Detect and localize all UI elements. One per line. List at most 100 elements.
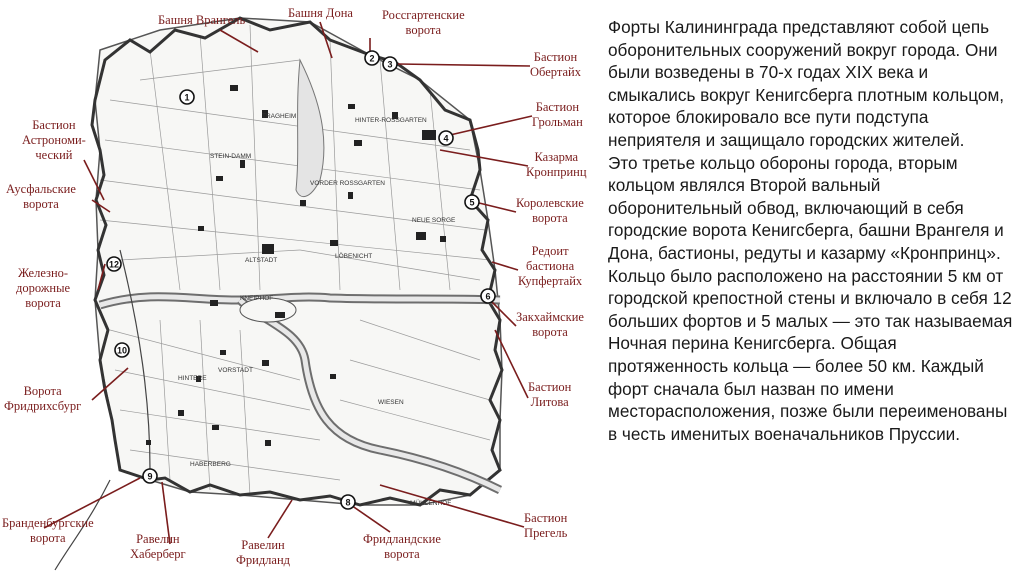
label-redoubt-kupfertaih-line-3: Купфертайх	[518, 274, 583, 288]
street	[159, 319, 171, 481]
fort-marker-number: 8	[345, 498, 350, 508]
label-railway-gate-line-2: дорожные	[16, 281, 71, 295]
label-railway-gate-line-1: Железно-	[17, 266, 69, 280]
label-sackheim-gate-line-1: Закхаймские	[516, 310, 584, 324]
district-label: MÜHLENHOF	[410, 499, 451, 507]
label-friedrichsburg-gate-line-1: Ворота	[23, 384, 62, 398]
fort-marker-number: 9	[147, 472, 152, 482]
description-paragraph-1: Форты Калининграда представляют собой це…	[608, 17, 1005, 150]
street	[139, 59, 301, 81]
pregel-river-south-inner	[238, 298, 502, 493]
building	[146, 440, 151, 445]
label-bastion-astronomical-line-2: Астрономи-	[22, 133, 86, 147]
street	[329, 39, 341, 291]
fort-marker-circle	[364, 50, 380, 66]
street	[379, 59, 401, 291]
street	[199, 319, 211, 491]
label-friedrichsburg-gate-line-2: Фридрихсбург	[4, 399, 82, 413]
fort-marker-number: 12	[109, 260, 119, 270]
building	[262, 110, 268, 118]
description-paragraph-3: Кольцо было расположено на расстоянии 5 …	[608, 265, 1013, 444]
building	[416, 232, 426, 240]
district-label: WIESEN	[378, 399, 404, 406]
district-label: HABERBERG	[190, 461, 231, 468]
label-rossgarten-gate-line-1: Россгартенские	[382, 8, 465, 22]
fort-marker-5: 5	[464, 194, 480, 210]
label-bastion-astronomical-line-1: Бастион	[32, 118, 76, 132]
label-bashnya-vrangel-line-1: Башня Врангель	[158, 13, 246, 27]
city-map: TRAGHEIMHINTER-ROSSGARTENSTEIN-DAMMVORDE…	[43, 16, 533, 571]
fort-marker-9: 9	[142, 468, 158, 484]
label-brandenburg-gate-line-2: ворота	[30, 531, 66, 545]
label-bashnya-vrangel: Башня Врангель	[158, 13, 245, 28]
leader-line	[449, 115, 533, 136]
district-label: NEUE SORGE	[412, 217, 456, 224]
street	[199, 34, 221, 291]
street	[429, 89, 451, 291]
label-kazarma-kronprinz-line-1: Казарма	[534, 150, 579, 164]
railway-south	[54, 479, 111, 571]
building	[178, 410, 184, 416]
fort-marker-circle	[382, 56, 398, 72]
fort-marker-6: 6	[480, 288, 496, 304]
leader-line	[219, 29, 259, 53]
label-sackheim-gate-line-2: ворота	[532, 325, 568, 339]
district-label: LÖBENICHT	[335, 252, 372, 260]
label-ravelin-haberberg-line-2: Хаберберг	[130, 547, 186, 561]
description-text: Форты Калининграда представляют собой це…	[608, 16, 1016, 445]
fort-marker-number: 3	[387, 60, 392, 70]
label-redoubt-kupfertaih-line-1: Редоит	[531, 244, 569, 258]
fort-marker-number: 6	[485, 292, 490, 302]
label-ausfall-gate-line-1: Аусфальские	[6, 182, 76, 196]
building	[198, 226, 204, 231]
building	[216, 176, 223, 181]
oberteich-pond	[295, 58, 325, 198]
fort-marker-number: 5	[469, 198, 474, 208]
leader-line	[491, 261, 519, 271]
district-label: TRAGHEIM	[262, 113, 296, 120]
fort-marker-circle	[464, 194, 480, 210]
label-bastion-obertaih-line-1: Бастион	[533, 50, 578, 64]
leader-line	[474, 201, 517, 213]
building	[348, 104, 355, 109]
label-bastion-grolman-line-1: Бастион	[535, 100, 580, 114]
building	[220, 350, 226, 355]
label-bastion-pregel-line-2: Прегель	[524, 526, 568, 540]
leader-line	[319, 21, 333, 59]
street	[114, 369, 311, 411]
leader-line	[267, 499, 293, 539]
label-ravelin-haberberg-line-1: Равелин	[136, 532, 180, 546]
street	[109, 99, 471, 151]
street	[99, 179, 486, 231]
street	[359, 319, 481, 361]
street	[129, 449, 341, 481]
fort-marker-circle	[438, 130, 454, 146]
building	[330, 240, 338, 246]
label-bashnya-dona: Башня Дона	[288, 6, 353, 21]
label-bastion-pregel-line-1: Бастион	[524, 511, 568, 525]
pregel-river-north-inner	[99, 294, 501, 308]
label-bashnya-dona-line-1: Башня Дона	[288, 6, 353, 20]
street	[109, 329, 301, 381]
building	[262, 244, 274, 254]
street	[349, 359, 491, 401]
street	[149, 49, 181, 291]
label-friedland-gate-line-1: Фридландские	[363, 532, 441, 546]
leader-line	[397, 63, 531, 67]
leader-line	[83, 159, 105, 201]
street	[239, 329, 251, 496]
building	[300, 200, 306, 206]
fort-marker-4: 4	[438, 130, 454, 146]
label-kazarma-kronprinz-line-2: Кронпринц	[526, 165, 587, 179]
building	[392, 112, 398, 119]
